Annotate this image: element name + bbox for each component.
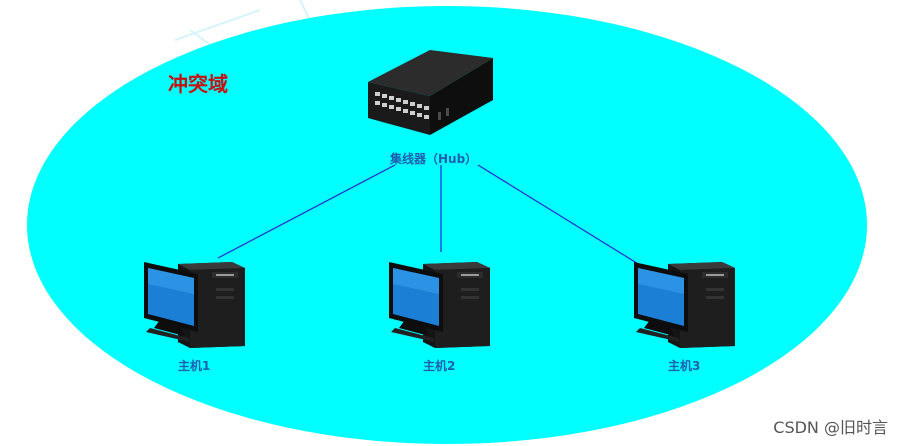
- host3-label: 主机3: [668, 359, 701, 373]
- link-hub-host3: [477, 164, 641, 266]
- watermark: CSDN @旧时言: [773, 418, 888, 437]
- host2-label: 主机2: [423, 359, 456, 373]
- link-hub-host1: [217, 164, 396, 259]
- hub-label: 集线器（Hub）: [390, 152, 478, 166]
- hub-icon: [368, 50, 493, 135]
- host1-label: 主机1: [178, 359, 211, 373]
- links: [217, 164, 641, 266]
- collision-domain-label: 冲突域: [168, 72, 228, 96]
